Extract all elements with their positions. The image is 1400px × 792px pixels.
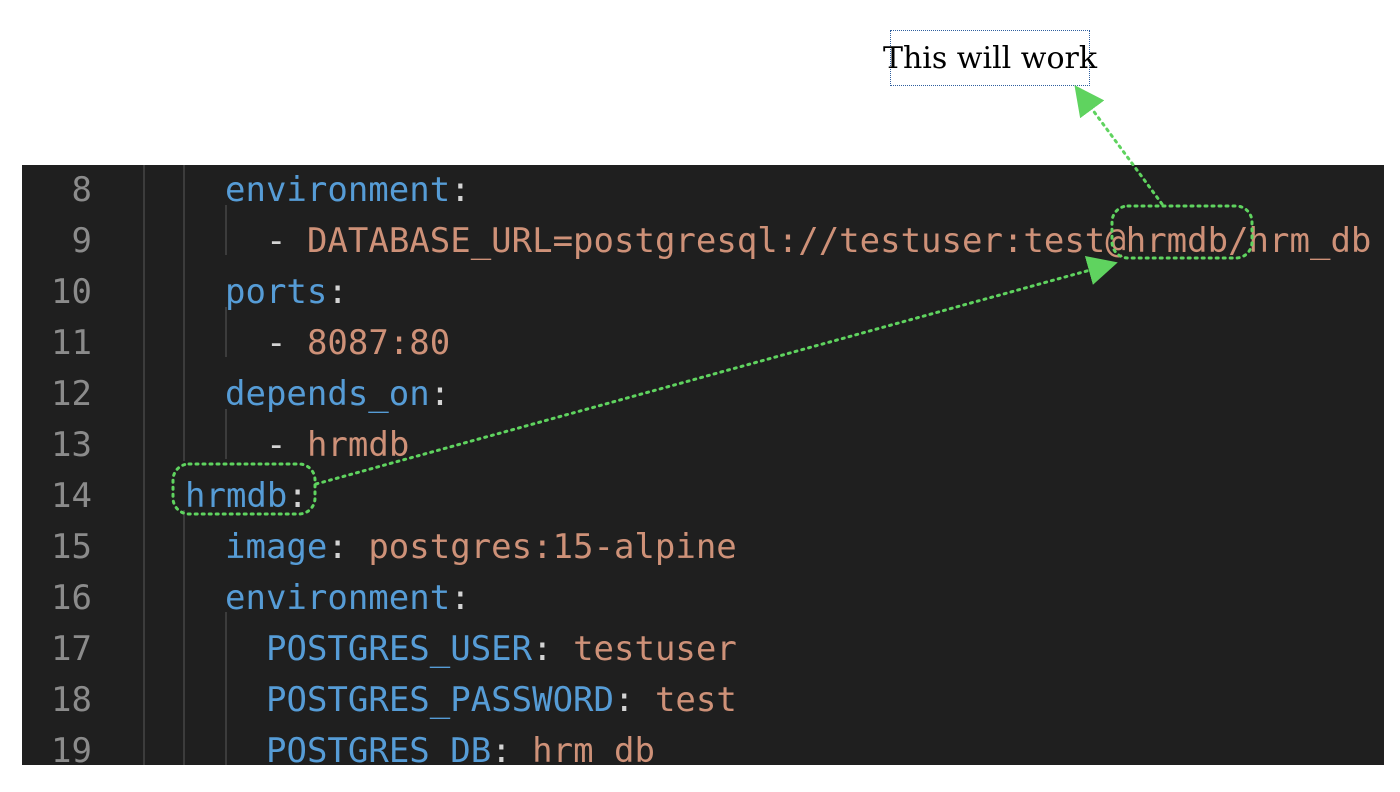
code-line[interactable]: 18 POSTGRES_PASSWORD: test: [22, 675, 1384, 726]
line-code: depends_on:: [225, 369, 450, 420]
line-number: 12: [51, 374, 92, 414]
list-dash: -: [266, 323, 307, 363]
yaml-key: POSTGRES_DB: [266, 731, 492, 765]
yaml-key: ports: [225, 272, 328, 312]
line-number: 19: [51, 731, 92, 765]
code-line[interactable]: 14 hrmdb:: [22, 471, 1384, 522]
line-code: - 8087:80: [266, 318, 450, 369]
line-code: POSTGRES_PASSWORD: test: [266, 675, 737, 726]
yaml-value: test: [654, 680, 737, 720]
indent-guide: [183, 510, 185, 765]
code-line[interactable]: 17 POSTGRES_USER: testuser: [22, 624, 1384, 675]
yaml-key: POSTGRES_USER: [266, 629, 533, 669]
yaml-separator: :: [450, 578, 471, 618]
code-line[interactable]: 13 - hrmdb: [22, 420, 1384, 471]
line-number: 17: [51, 629, 92, 669]
code-line[interactable]: 12 depends_on:: [22, 369, 1384, 420]
code-line[interactable]: 11 - 8087:80: [22, 318, 1384, 369]
line-code: hrmdb:: [185, 471, 308, 522]
yaml-key: depends_on: [225, 374, 430, 414]
line-number: 14: [51, 476, 92, 516]
line-code: - hrmdb: [266, 420, 409, 471]
line-number: 11: [51, 323, 92, 363]
callout-text: This will work: [882, 40, 1098, 76]
line-number: 9: [71, 221, 92, 261]
code-line[interactable]: 16 environment:: [22, 573, 1384, 624]
yaml-value: hrm_db: [532, 731, 655, 765]
line-code: ports:: [225, 267, 348, 318]
yaml-key: environment: [225, 578, 451, 618]
yaml-key: environment: [225, 170, 451, 210]
yaml-value: testuser: [573, 629, 737, 669]
yaml-separator: :: [450, 170, 471, 210]
line-number: 8: [71, 170, 92, 210]
indent-guide: [183, 165, 185, 461]
yaml-value: postgres:15-alpine: [368, 527, 737, 567]
yaml-separator: :: [532, 629, 574, 669]
indent-guide: [225, 205, 227, 255]
code-line[interactable]: 19 POSTGRES_DB: hrm_db: [22, 726, 1384, 765]
yaml-key: image: [225, 527, 328, 567]
list-dash: -: [266, 425, 307, 465]
line-number: 18: [51, 680, 92, 720]
indent-guide: [225, 409, 227, 459]
line-number: 10: [51, 272, 92, 312]
list-dash: -: [266, 221, 307, 261]
line-code: - DATABASE_URL=postgresql://testuser:tes…: [266, 216, 1371, 267]
yaml-key: hrmdb: [185, 476, 288, 516]
yaml-value: 8087:80: [306, 323, 451, 363]
yaml-value: hrmdb: [306, 425, 410, 465]
line-number: 16: [51, 578, 92, 618]
line-code: environment:: [225, 573, 471, 624]
yaml-key: POSTGRES_PASSWORD: [266, 680, 614, 720]
line-number: 13: [51, 425, 92, 465]
yaml-separator: :: [614, 680, 655, 720]
line-number: 15: [51, 527, 92, 567]
code-line[interactable]: 8 environment:: [22, 165, 1384, 216]
indent-guide: [225, 307, 227, 357]
yaml-value: DATABASE_URL=postgresql://testuser:test@…: [306, 221, 1372, 261]
code-editor[interactable]: 8 environment: 9 - DATABASE_URL=postgresql:…: [22, 165, 1384, 765]
line-code: POSTGRES_DB: hrm_db: [266, 726, 655, 765]
yaml-separator: :: [491, 731, 533, 765]
code-line[interactable]: 10 ports:: [22, 267, 1384, 318]
line-code: image: postgres:15-alpine: [225, 522, 737, 573]
indent-guide: [143, 165, 145, 765]
indent-guide: [225, 612, 227, 765]
yaml-separator: :: [327, 527, 369, 567]
code-line[interactable]: 9 - DATABASE_URL=postgresql://testuser:te…: [22, 216, 1384, 267]
line-code: environment:: [225, 165, 471, 216]
annotation-callout: This will work: [883, 30, 1097, 86]
yaml-separator: :: [327, 272, 348, 312]
yaml-separator: :: [429, 374, 451, 414]
code-line[interactable]: 15 image: postgres:15-alpine: [22, 522, 1384, 573]
yaml-separator: :: [287, 476, 308, 516]
line-code: POSTGRES_USER: testuser: [266, 624, 737, 675]
